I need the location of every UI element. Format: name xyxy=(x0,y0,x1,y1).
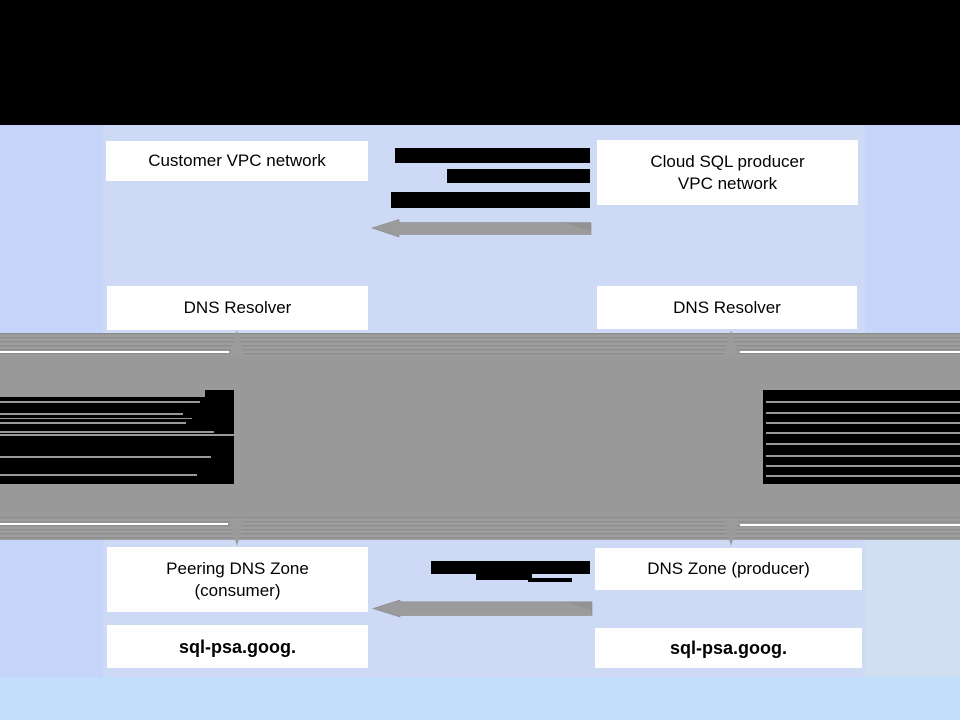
dns-zone-producer-box: DNS Zone (producer) xyxy=(595,548,862,590)
arrow-down-right-icon xyxy=(723,518,739,546)
customer-vpc-box: Customer VPC network xyxy=(106,141,368,181)
dns-resolver-right-label: DNS Resolver xyxy=(673,297,781,317)
sql-psa-goog-left-label: sql-psa.goog. xyxy=(179,636,296,657)
producer-vpc-box: Cloud SQL producer VPC network xyxy=(597,140,858,205)
customer-vpc-label: Customer VPC network xyxy=(148,151,326,170)
sql-psa-goog-right-box: sql-psa.goog. xyxy=(595,628,862,668)
band-bottom-white-line-left xyxy=(0,523,228,525)
redacted-block-left-notch xyxy=(0,390,205,397)
peering-dns-zone-box: Peering DNS Zone (consumer) xyxy=(107,547,368,612)
producer-vpc-label-line2: VPC network xyxy=(677,173,778,193)
peering-dns-zone-label-line1: Peering DNS Zone xyxy=(166,558,309,578)
sql-psa-goog-left-box: sql-psa.goog. xyxy=(107,625,368,668)
band-bottom-white-line-right xyxy=(740,524,960,526)
producer-vpc-label-line1: Cloud SQL producer xyxy=(650,151,805,171)
redacted-caption-top-line3 xyxy=(391,192,590,208)
redacted-text-block-left xyxy=(0,390,234,484)
redacted-caption-top-line1 xyxy=(395,148,590,163)
bottom-strip xyxy=(0,677,960,720)
redacted-caption-bottom-line3 xyxy=(528,578,572,582)
redacted-caption-bottom-line2 xyxy=(476,574,532,580)
redacted-header-banner xyxy=(0,0,960,125)
redacted-caption-top-line2 xyxy=(447,169,590,183)
band-bottom-stripes xyxy=(0,517,960,540)
arrow-down-left-icon xyxy=(229,518,245,546)
peering-dns-zone-label-line2: (consumer) xyxy=(194,580,281,600)
band-top-white-line-left xyxy=(0,351,229,353)
redacted-text-block-right xyxy=(763,390,960,484)
dns-resolver-right-box: DNS Resolver xyxy=(597,286,857,329)
dns-resolver-left-label: DNS Resolver xyxy=(183,298,292,317)
redacted-caption-bottom-line1 xyxy=(431,561,590,574)
sql-psa-goog-right-label: sql-psa.goog. xyxy=(670,638,787,658)
dns-zone-producer-label: DNS Zone (producer) xyxy=(647,559,810,578)
band-top-white-line-right xyxy=(740,351,960,353)
dns-resolver-left-box: DNS Resolver xyxy=(107,286,368,330)
bottom-right-background xyxy=(865,540,960,677)
arrow-up-left-icon xyxy=(229,330,245,358)
arrow-up-right-icon xyxy=(723,330,739,358)
